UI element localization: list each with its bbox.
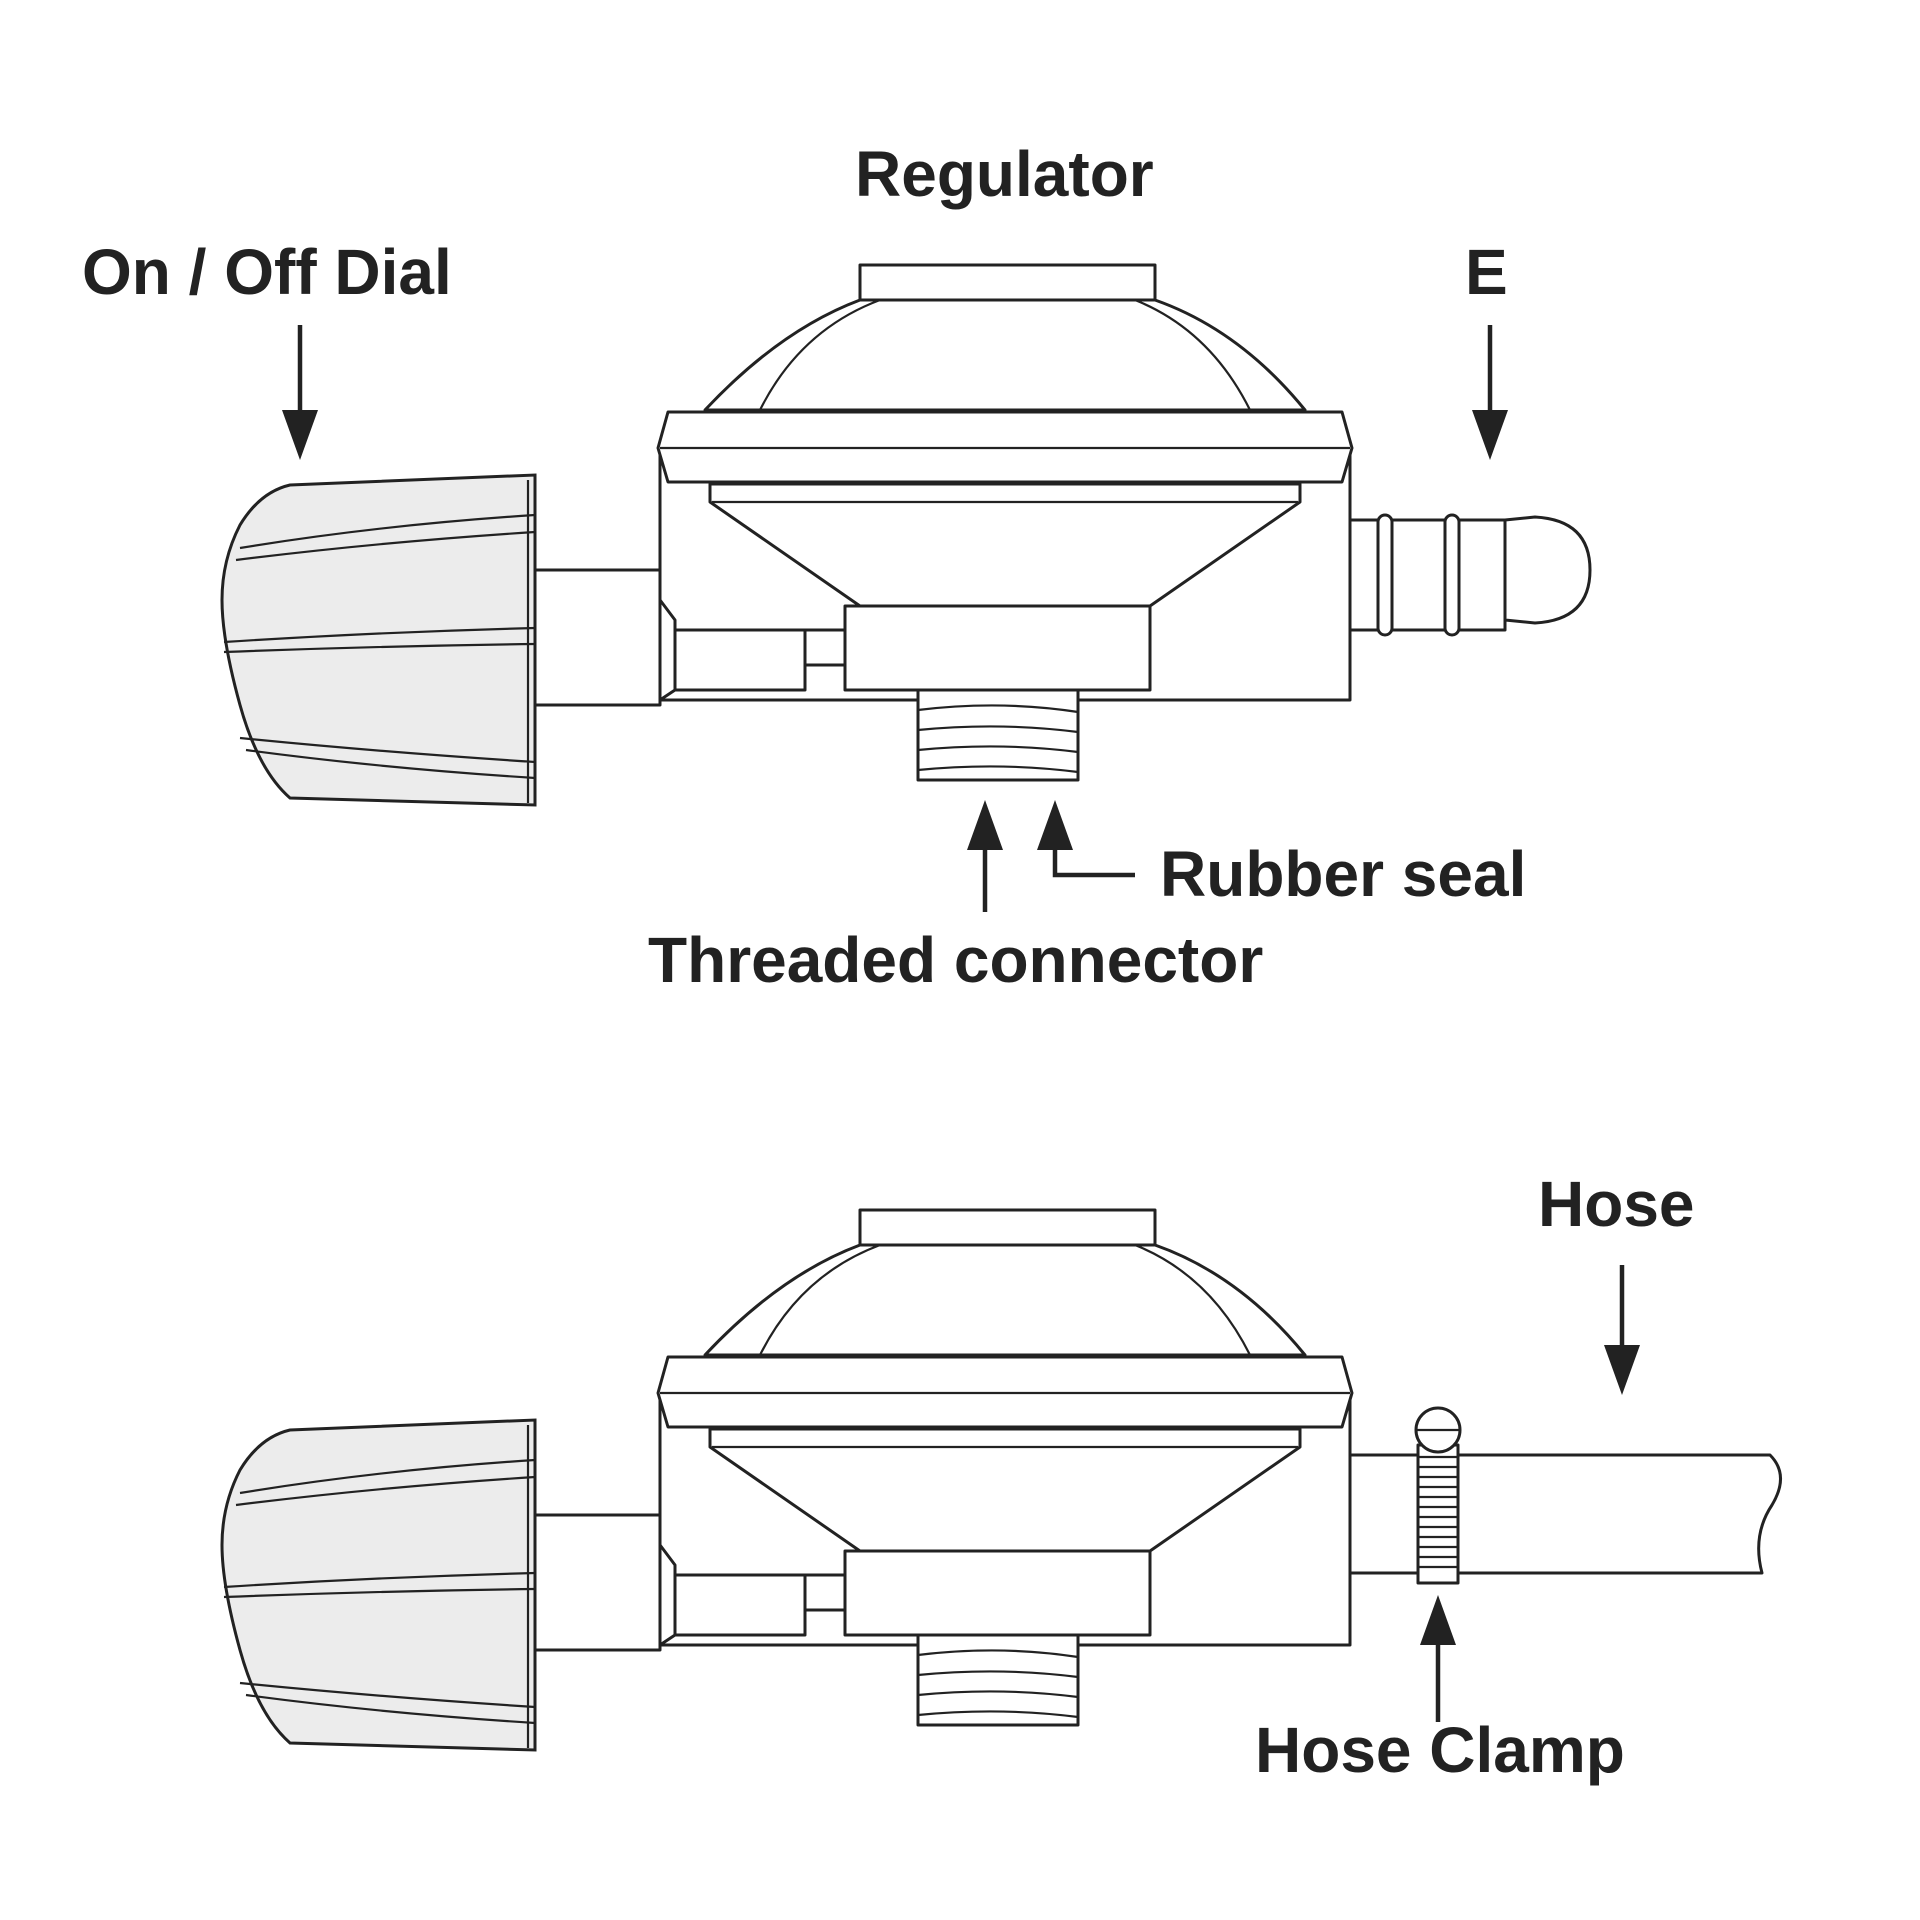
arrow-threaded-connector	[967, 800, 1003, 912]
rubber-seal-label: Rubber seal	[1160, 838, 1527, 910]
hose-tube	[1348, 1453, 1782, 1575]
arrow-hose	[1604, 1265, 1640, 1395]
on-off-dial-label: On / Off Dial	[82, 236, 452, 308]
hose-clamp	[1414, 1406, 1462, 1585]
hose-clamp-label: Hose Clamp	[1255, 1714, 1625, 1786]
hose-label: Hose	[1538, 1168, 1695, 1240]
e-label: E	[1465, 236, 1508, 308]
regulator-top	[220, 263, 1592, 807]
nozzle-e	[1348, 518, 1507, 632]
arrow-e	[1472, 325, 1508, 460]
arrow-hose-clamp	[1420, 1595, 1456, 1722]
arrow-on-off-dial	[282, 325, 318, 460]
regulator-bottom	[220, 1208, 1782, 1752]
threaded-connector-label: Threaded connector	[648, 924, 1264, 996]
regulator-label: Regulator	[855, 138, 1154, 210]
arrow-rubber-seal	[1037, 800, 1135, 878]
